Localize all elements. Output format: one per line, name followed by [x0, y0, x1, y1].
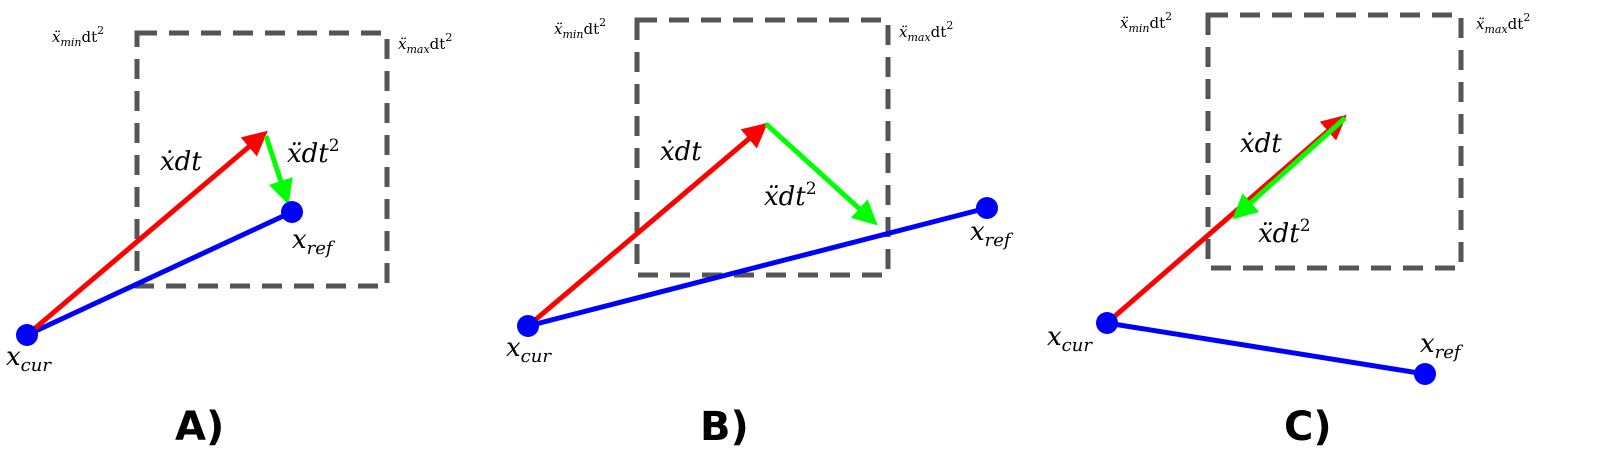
current-point-c — [1096, 312, 1118, 334]
x-cur-label-b: xcur — [506, 333, 552, 367]
reference-point-c — [1414, 363, 1436, 385]
velocity-label-a: ẋdt — [160, 147, 202, 177]
reference-line-c — [1106, 320, 1426, 377]
velocity-arrow-a — [25, 130, 268, 337]
acceleration-label-b: ẍdt2 — [764, 179, 817, 212]
acc-min-label-a: ẍmindt2 — [52, 24, 104, 49]
acc-min-label-c: ẍmindt2 — [1120, 10, 1172, 35]
acc-min-label-b: ẍmindt2 — [554, 16, 606, 41]
acceleration-label-c: ẍdt2 — [1258, 216, 1311, 249]
acceleration-bounds-box-a — [134, 30, 390, 289]
x-ref-label-a: xref — [292, 225, 336, 259]
x-ref-label-c: xref — [1420, 329, 1464, 363]
panel-b: ẍmindt2 ẍmaxdt2 ẋdt ẍdt2 xcur xref B) — [506, 16, 1014, 450]
acc-max-label-b: ẍmaxdt2 — [899, 19, 953, 44]
x-ref-label-b: xref — [970, 217, 1014, 251]
acceleration-arrow-b — [764, 122, 878, 226]
x-cur-label-a: xcur — [6, 342, 52, 376]
panel-a: ẍmindt2 ẍmaxdt2 ẋdt ẍdt2 xcur xref A) — [6, 24, 452, 450]
reference-point-b — [976, 197, 998, 219]
reference-line-b — [527, 205, 988, 329]
acc-max-label-a: ẍmaxdt2 — [398, 31, 452, 56]
acceleration-label-a: ẍdt2 — [287, 136, 340, 169]
velocity-arrow-b — [526, 122, 768, 328]
panel-label-c: C) — [1284, 404, 1332, 450]
velocity-label-b: ẋdt — [660, 137, 702, 167]
panel-label-a: A) — [175, 404, 224, 450]
reference-line-a — [25, 209, 294, 338]
panel-c: ẍmindt2 ẍmaxdt2 ẋdt ẍdt2 xcur xref C) — [1047, 10, 1530, 450]
acceleration-arrow-c — [1232, 116, 1347, 220]
reference-point-a — [281, 201, 303, 223]
acceleration-arrow-a — [263, 135, 293, 205]
panel-label-b: B) — [700, 404, 749, 450]
velocity-label-c: ẋdt — [1240, 129, 1282, 159]
current-point-a — [16, 324, 38, 346]
x-cur-label-c: xcur — [1047, 322, 1093, 356]
current-point-b — [517, 315, 539, 337]
acc-max-label-c: ẍmaxdt2 — [1476, 11, 1530, 36]
